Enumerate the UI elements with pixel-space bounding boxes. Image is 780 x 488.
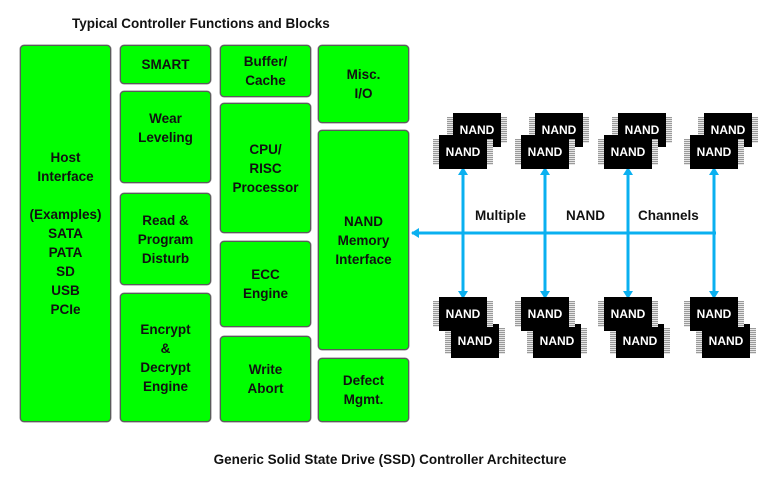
block-wear-leveling: Wear Leveling	[120, 91, 211, 183]
channel-label-multiple: Multiple	[475, 208, 526, 223]
block-smart: SMART	[120, 45, 211, 84]
block-misc-io: Misc. I/O	[318, 45, 409, 123]
nand-chip: NAND	[684, 297, 744, 331]
block-buffer-cache: Buffer/ Cache	[220, 45, 311, 97]
nand-chip: NAND	[515, 135, 575, 169]
nand-chip: NAND	[433, 297, 493, 331]
block-write-abort: Write Abort	[220, 336, 311, 422]
block-cpu-risc: CPU/ RISC Processor	[220, 103, 311, 233]
nand-chip: NAND	[684, 135, 744, 169]
nand-chip: NAND	[515, 297, 575, 331]
diagram-title: Typical Controller Functions and Blocks	[72, 16, 330, 31]
diagram-caption: Generic Solid State Drive (SSD) Controll…	[213, 452, 567, 467]
nand-chip: NAND	[598, 297, 658, 331]
channel-label-nand: NAND	[566, 208, 605, 223]
block-read-program-disturb: Read & Program Disturb	[120, 193, 211, 285]
block-ecc-engine: ECC Engine	[220, 241, 311, 327]
block-encrypt-decrypt: Encrypt & Decrypt Engine	[120, 293, 211, 422]
nand-chip: NAND	[433, 135, 493, 169]
block-host-interface: Host Interface (Examples) SATA PATA SD U…	[20, 45, 111, 422]
channel-label-channels: Channels	[638, 208, 699, 223]
block-nand-memory-interface: NAND Memory Interface	[318, 130, 409, 350]
nand-chip: NAND	[598, 135, 658, 169]
block-defect-mgmt: Defect Mgmt.	[318, 358, 409, 422]
